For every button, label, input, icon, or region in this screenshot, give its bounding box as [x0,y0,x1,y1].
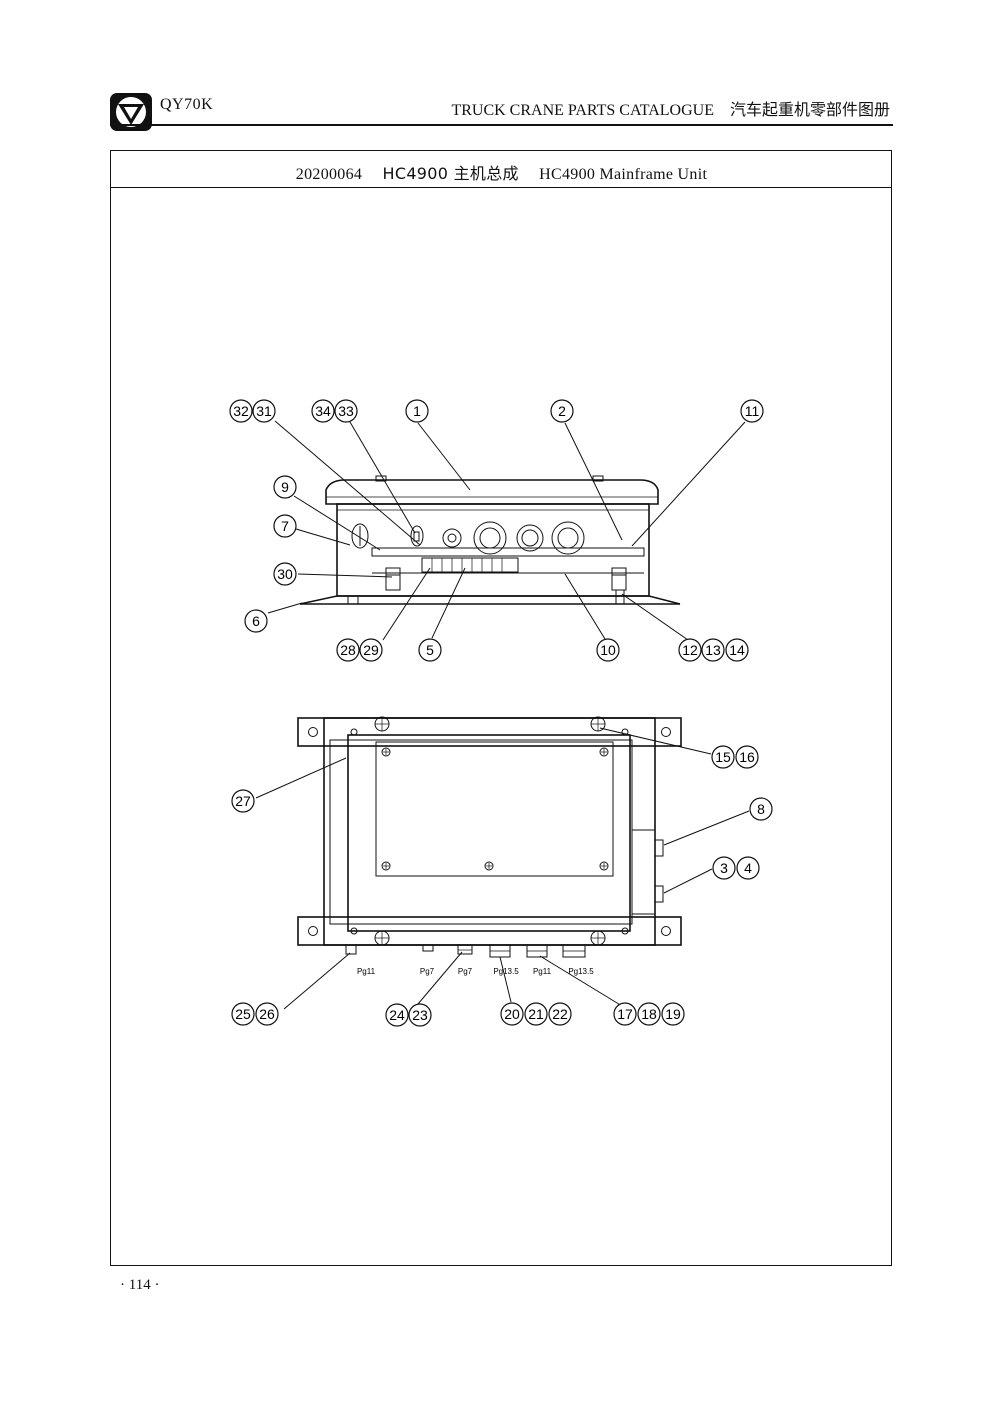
callouts-top: 15 16 27 8 3 4 25 26 24 23 20 21 22 17 1… [231,745,773,1027]
callout-number: 9 [281,479,289,495]
callout-number: 22 [552,1006,568,1022]
callout-number: 20 [504,1006,520,1022]
callout-number: 6 [252,613,260,629]
callout-number: 10 [600,642,616,658]
callout-number: 32 [233,403,249,419]
header-rule [110,124,893,126]
callout-number: 30 [277,566,293,582]
callout-number: 15 [715,749,731,765]
callout-number: 19 [665,1006,681,1022]
front-leaders [267,420,746,641]
title-rule [111,187,892,188]
callout-number: 31 [256,403,272,419]
gland-label: Pg13.5 [493,967,519,976]
part-name-cn: HC4900 主机总成 [382,164,519,183]
gland-label: Pg11 [357,967,376,976]
catalog-title: TRUCK CRANE PARTS CATALOGUE 汽车起重机零部件图册 [451,96,890,120]
callout-number: 34 [315,403,331,419]
callout-number: 8 [757,801,765,817]
part-name-en: HC4900 Mainframe Unit [539,166,708,183]
drawing-frame [110,150,892,1266]
callout-number: 25 [235,1006,251,1022]
drawing-title: 20200064 HC4900 主机总成 HC4900 Mainframe Un… [111,160,892,184]
callout-number: 33 [338,403,354,419]
callout-number: 14 [729,642,745,658]
catalog-title-cn: 汽车起重机零部件图册 [729,100,890,119]
catalog-title-en: TRUCK CRANE PARTS CATALOGUE [451,102,714,119]
part-code: 20200064 [295,166,363,183]
gland-label: Pg7 [420,967,435,976]
front-view [299,475,681,605]
gland-label: Pg7 [458,967,473,976]
callout-number: 7 [281,518,289,534]
callout-number: 27 [235,793,251,809]
callout-number: 3 [720,860,728,876]
gland-label: Pg11 [533,967,552,976]
callout-number: 16 [739,749,755,765]
company-logo-icon [110,93,152,131]
top-leaders [255,727,750,1010]
callouts-front: 32 31 34 33 1 2 11 9 7 30 6 28 29 5 10 1… [229,399,764,662]
callout-number: 4 [744,860,752,876]
callout-number: 17 [617,1006,633,1022]
callout-number: 2 [558,403,566,419]
callout-number: 5 [426,642,434,658]
callout-number: 28 [340,642,356,658]
callout-number: 24 [389,1007,405,1023]
gland-label: Pg13.5 [568,967,594,976]
callout-number: 1 [413,403,421,419]
callout-number: 23 [412,1007,428,1023]
callout-number: 26 [259,1006,275,1022]
model-name: QY70K [160,96,214,113]
callout-number: 11 [745,403,760,419]
callout-number: 13 [705,642,721,658]
callout-number: 18 [641,1006,657,1022]
page-number: · 114 · [120,1277,160,1293]
callout-number: 21 [528,1006,544,1022]
callout-number: 12 [682,642,698,658]
top-view: Pg11 Pg7 Pg7 Pg13.5 Pg11 Pg13.5 [297,716,682,976]
callout-number: 29 [363,642,379,658]
